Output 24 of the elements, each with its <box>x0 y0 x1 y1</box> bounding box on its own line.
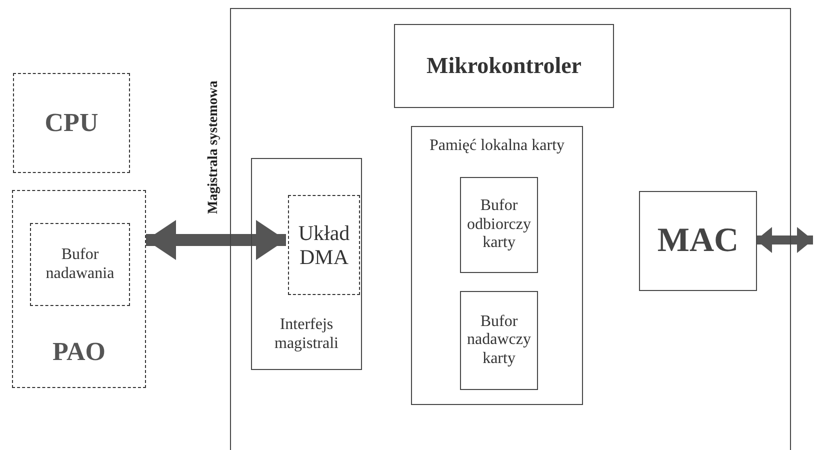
node-label: Bufor odbiorczy karty <box>466 196 532 254</box>
node-label: Układ DMA <box>297 220 351 271</box>
edge-label: Magistrala systemowa <box>206 80 222 214</box>
buffer-box <box>30 223 130 306</box>
bus-interface-box <box>251 158 362 370</box>
dma-box <box>288 195 360 295</box>
node-label: Pamięć lokalna karty <box>428 136 566 156</box>
node-label: Bufor nadawania <box>44 245 116 284</box>
node-label: PAO <box>52 336 106 368</box>
node-label: Mikrokontroler <box>425 52 583 80</box>
mac-box <box>639 191 757 291</box>
cpu-box <box>13 73 130 173</box>
transmit-buffer-box <box>460 291 538 390</box>
node-label: Bufor nadawczy karty <box>466 312 532 369</box>
local-memory-box <box>411 126 583 405</box>
microcontroller-box <box>394 24 614 108</box>
network-card-box <box>230 8 791 450</box>
node-label: CPU <box>44 107 100 140</box>
node-label: MAC <box>656 221 740 262</box>
memory-box <box>12 190 146 388</box>
receive-buffer-box <box>460 177 538 273</box>
double-arrow <box>756 227 813 253</box>
double-arrow <box>146 220 286 260</box>
node-label: Interfejs magistrali <box>274 315 340 354</box>
